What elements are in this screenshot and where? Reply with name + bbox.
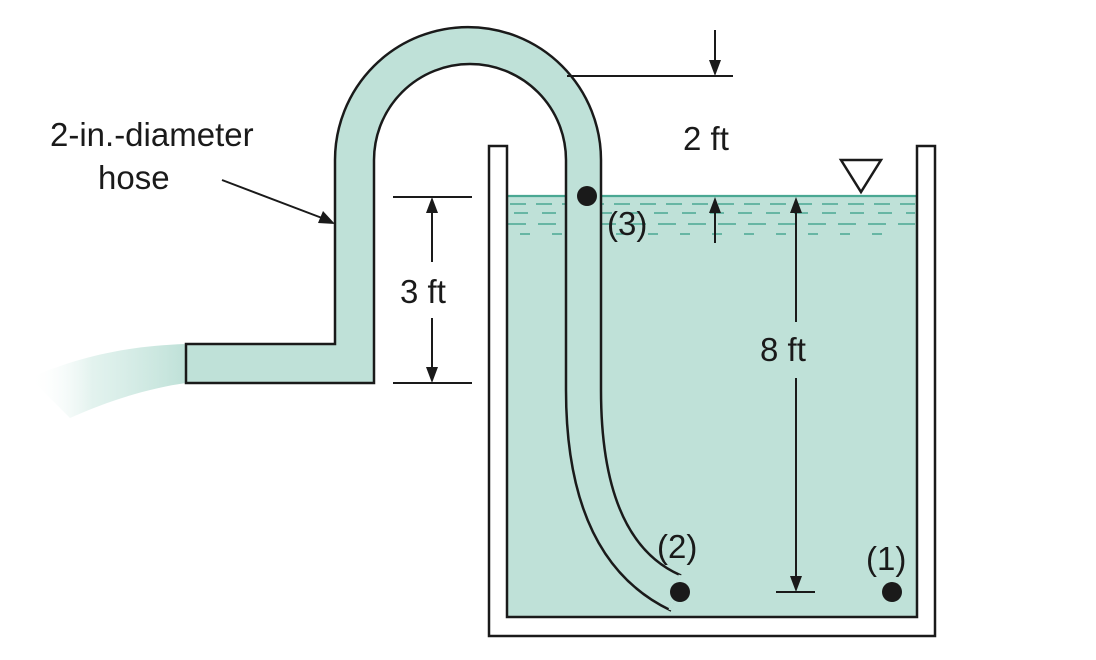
eight-ft-upper-arrowhead (790, 197, 802, 213)
point-1-marker (882, 582, 902, 602)
hose-label-line1: 2-in.-diameter (50, 116, 254, 153)
two-ft-label: 2 ft (683, 120, 729, 157)
hose-label: 2-in.-diameter hose (50, 113, 254, 199)
hose-leader-line (221, 179, 323, 219)
outlet-jet (30, 344, 186, 418)
eight-ft-lower-arrowhead (790, 576, 802, 592)
three-ft-upper-arrowhead (426, 197, 438, 213)
eight-ft-label: 8 ft (760, 331, 806, 368)
three-ft-label: 3 ft (400, 273, 446, 310)
hose-label-line2: hose (98, 159, 170, 196)
point-3-label: (3) (607, 205, 648, 242)
tank-wall (487, 144, 937, 638)
two-ft-upper-arrowhead (709, 60, 721, 76)
point-2-marker (670, 582, 690, 602)
point-1-label: (1) (866, 540, 907, 577)
point-3-marker (577, 186, 597, 206)
free-surface-symbol (838, 158, 884, 195)
two-ft-lower-arrowhead (709, 197, 721, 213)
three-ft-lower-arrowhead (426, 367, 438, 383)
point-2-label: (2) (657, 528, 698, 565)
hose-leader-arrowhead (318, 211, 335, 224)
siphon-hose (184, 25, 682, 612)
